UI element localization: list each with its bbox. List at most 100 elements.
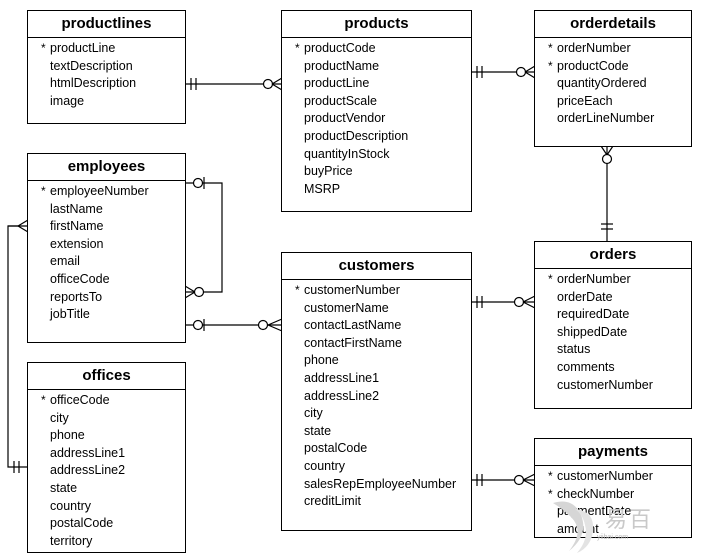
field: city [282, 405, 471, 423]
field: MSRP [282, 181, 471, 199]
field-name: requiredDate [557, 307, 630, 322]
field: comments [535, 359, 691, 377]
field-name: employeeNumber [50, 184, 149, 198]
field: quantityOrdered [535, 75, 691, 93]
primary-key-marker: * [548, 41, 553, 55]
field-name: status [557, 342, 591, 357]
field-name: quantityOrdered [557, 76, 647, 91]
field-name: country [50, 498, 91, 513]
field: phone [28, 427, 185, 445]
field: postalCode [282, 440, 471, 458]
field-name: quantityInStock [304, 146, 390, 161]
field: reportsTo [28, 289, 185, 307]
rel-customers-payments [471, 473, 536, 487]
field-name: orderLineNumber [557, 111, 655, 126]
field-name: city [304, 406, 323, 421]
field: city [28, 410, 185, 428]
field-name: addressLine1 [304, 370, 380, 385]
primary-key-marker: * [548, 486, 553, 501]
field-name: city [50, 410, 69, 425]
field: contactFirstName [282, 335, 471, 353]
field-name: buyPrice [304, 164, 353, 179]
field: customerNumber [535, 377, 691, 395]
field: buyPrice [282, 163, 471, 181]
field-name: country [304, 458, 345, 473]
primary-key-field: *officeCode [28, 392, 185, 410]
rel-offices-employees [7, 219, 29, 473]
field-name: territory [50, 533, 93, 548]
field: productName [282, 58, 471, 76]
field-name: MSRP [304, 181, 341, 196]
field: productDescription [282, 128, 471, 146]
primary-key-field: *customerNumber [282, 282, 471, 300]
entity-title: offices [28, 363, 185, 390]
field: lastName [28, 201, 185, 219]
primary-key-marker: * [41, 41, 46, 55]
entity-title: orderdetails [535, 11, 691, 38]
field-name: addressLine2 [50, 463, 126, 478]
field-name: orderNumber [557, 41, 631, 55]
field-name: productLine [304, 76, 370, 91]
field: requiredDate [535, 306, 691, 324]
field-name: jobTitle [50, 307, 90, 322]
field: addressLine2 [282, 388, 471, 406]
field: quantityInStock [282, 146, 471, 164]
primary-key-marker: * [548, 272, 553, 286]
field-name: addressLine2 [304, 388, 380, 403]
primary-key-marker: * [41, 184, 46, 198]
field-name: firstName [50, 219, 104, 234]
field: customerName [282, 300, 471, 318]
field: state [282, 423, 471, 441]
field: addressLine2 [28, 462, 185, 480]
primary-key-field: *orderNumber [535, 271, 691, 289]
field-name: email [50, 254, 80, 269]
field-name: salesRepEmployeeNumber [304, 476, 457, 491]
field-name: productName [304, 58, 380, 73]
field-name: checkNumber [557, 486, 635, 501]
field: addressLine1 [282, 370, 471, 388]
field-name: contactLastName [304, 318, 402, 333]
field: jobTitle [28, 306, 185, 324]
primary-key-marker: * [548, 58, 553, 73]
field-name: contactFirstName [304, 335, 402, 350]
field: email [28, 253, 185, 271]
field: shippedDate [535, 324, 691, 342]
field: textDescription [28, 58, 185, 76]
field-name: customerNumber [557, 469, 653, 483]
field-name: productCode [304, 41, 376, 55]
entity-title: orders [535, 242, 691, 269]
primary-key-marker: * [548, 469, 553, 483]
field: status [535, 341, 691, 359]
field: orderDate [535, 289, 691, 307]
entity-title: payments [535, 439, 691, 466]
field: officeCode [28, 271, 185, 289]
field: htmlDescription [28, 75, 185, 93]
field-name: orderDate [557, 289, 613, 304]
entity-title: customers [282, 253, 471, 280]
field-name: creditLimit [304, 494, 361, 509]
rel-employees-customers [185, 318, 283, 332]
field-name: officeCode [50, 393, 110, 407]
primary-key-field: *productLine [28, 40, 185, 58]
field: country [28, 498, 185, 516]
field-name: productDescription [304, 128, 409, 143]
field-name: addressLine1 [50, 445, 126, 460]
field-name: phone [304, 353, 339, 368]
field: extension [28, 236, 185, 254]
field-name: customerName [304, 300, 389, 315]
field-name: comments [557, 359, 615, 374]
primary-key-field: * orderNumber [535, 40, 691, 58]
field: country [282, 458, 471, 476]
rel-customers-orders [471, 295, 536, 309]
primary-key-field: *productCode [282, 40, 471, 58]
field: salesRepEmployeeNumber [282, 476, 471, 494]
